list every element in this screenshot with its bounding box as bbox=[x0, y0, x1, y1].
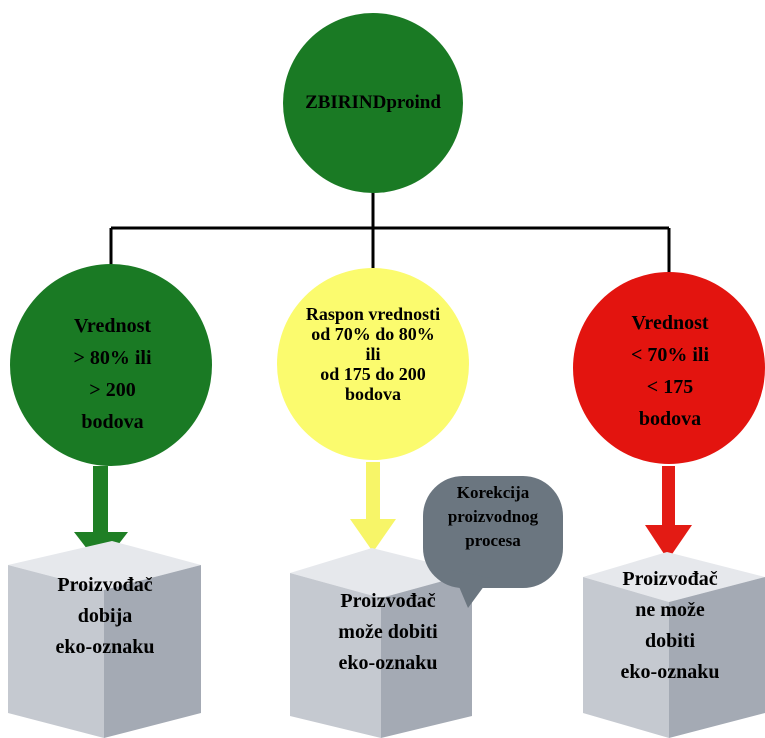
high-value-line-4: bodova bbox=[81, 411, 144, 433]
low-value-line-1: Vrednost bbox=[631, 312, 709, 334]
root-node-circle bbox=[283, 13, 463, 193]
high-value-circle bbox=[10, 264, 212, 466]
mid-value-circle bbox=[277, 268, 469, 460]
red-down-arrow bbox=[645, 466, 692, 560]
right-result-label: Proizvođač ne može dobiti eko-oznaku bbox=[600, 564, 740, 688]
mid-value-line-3: ili bbox=[365, 344, 381, 364]
speech-bubble-line-3: procesa bbox=[465, 531, 521, 550]
high-value-label: Vrednost > 80% ili > 200 bodova bbox=[30, 310, 195, 438]
right-result-line-3: dobiti bbox=[644, 630, 696, 652]
right-result-line-4: eko-oznaku bbox=[620, 661, 720, 683]
middle-result-line-2: može dobiti bbox=[338, 621, 438, 643]
speech-bubble-line-1: Korekcija bbox=[456, 483, 530, 502]
high-value-line-2: > 80% ili bbox=[73, 347, 152, 369]
low-value-line-3: < 175 bbox=[646, 376, 694, 398]
low-value-line-2: < 70% ili bbox=[630, 344, 710, 366]
left-result-cube bbox=[8, 541, 201, 738]
left-result-line-3: eko-oznaku bbox=[55, 636, 155, 658]
high-value-line-3: > 200 bbox=[89, 379, 136, 401]
middle-result-cube bbox=[290, 548, 472, 738]
low-value-label: Vrednost < 70% ili < 175 bodova bbox=[590, 307, 750, 435]
connector-lines bbox=[109, 190, 671, 280]
right-result-cube bbox=[583, 552, 765, 738]
right-result-line-2: ne može bbox=[635, 599, 705, 621]
left-result-line-2: dobija bbox=[77, 605, 133, 627]
left-result-line-1: Proizvođač bbox=[57, 574, 153, 596]
mid-value-line-1: Raspon vrednosti bbox=[305, 304, 441, 324]
mid-value-line-2: od 70% do 80% bbox=[311, 324, 435, 344]
yellow-down-arrow bbox=[350, 462, 396, 552]
low-value-line-4: bodova bbox=[638, 408, 702, 430]
low-value-circle bbox=[573, 272, 765, 464]
mid-value-line-5: bodova bbox=[344, 384, 402, 404]
middle-result-line-1: Proizvođač bbox=[340, 590, 436, 612]
right-result-line-1: Proizvođač bbox=[622, 568, 718, 590]
root-node-label: ZBIRINDproind bbox=[305, 92, 441, 113]
speech-bubble-line-2: proizvodnog bbox=[447, 507, 539, 526]
mid-value-label: Raspon vrednosti od 70% do 80% ili od 17… bbox=[273, 304, 473, 404]
speech-bubble bbox=[423, 476, 563, 608]
mid-value-line-4: od 175 do 200 bbox=[320, 364, 426, 384]
middle-result-label: Proizvođač može dobiti eko-oznaku bbox=[318, 586, 458, 679]
middle-result-line-3: eko-oznaku bbox=[338, 652, 438, 674]
high-value-line-1: Vrednost bbox=[73, 315, 152, 337]
speech-bubble-label: Korekcija proizvodnog procesa bbox=[423, 481, 563, 553]
left-result-label: Proizvođač dobija eko-oznaku bbox=[35, 570, 175, 663]
